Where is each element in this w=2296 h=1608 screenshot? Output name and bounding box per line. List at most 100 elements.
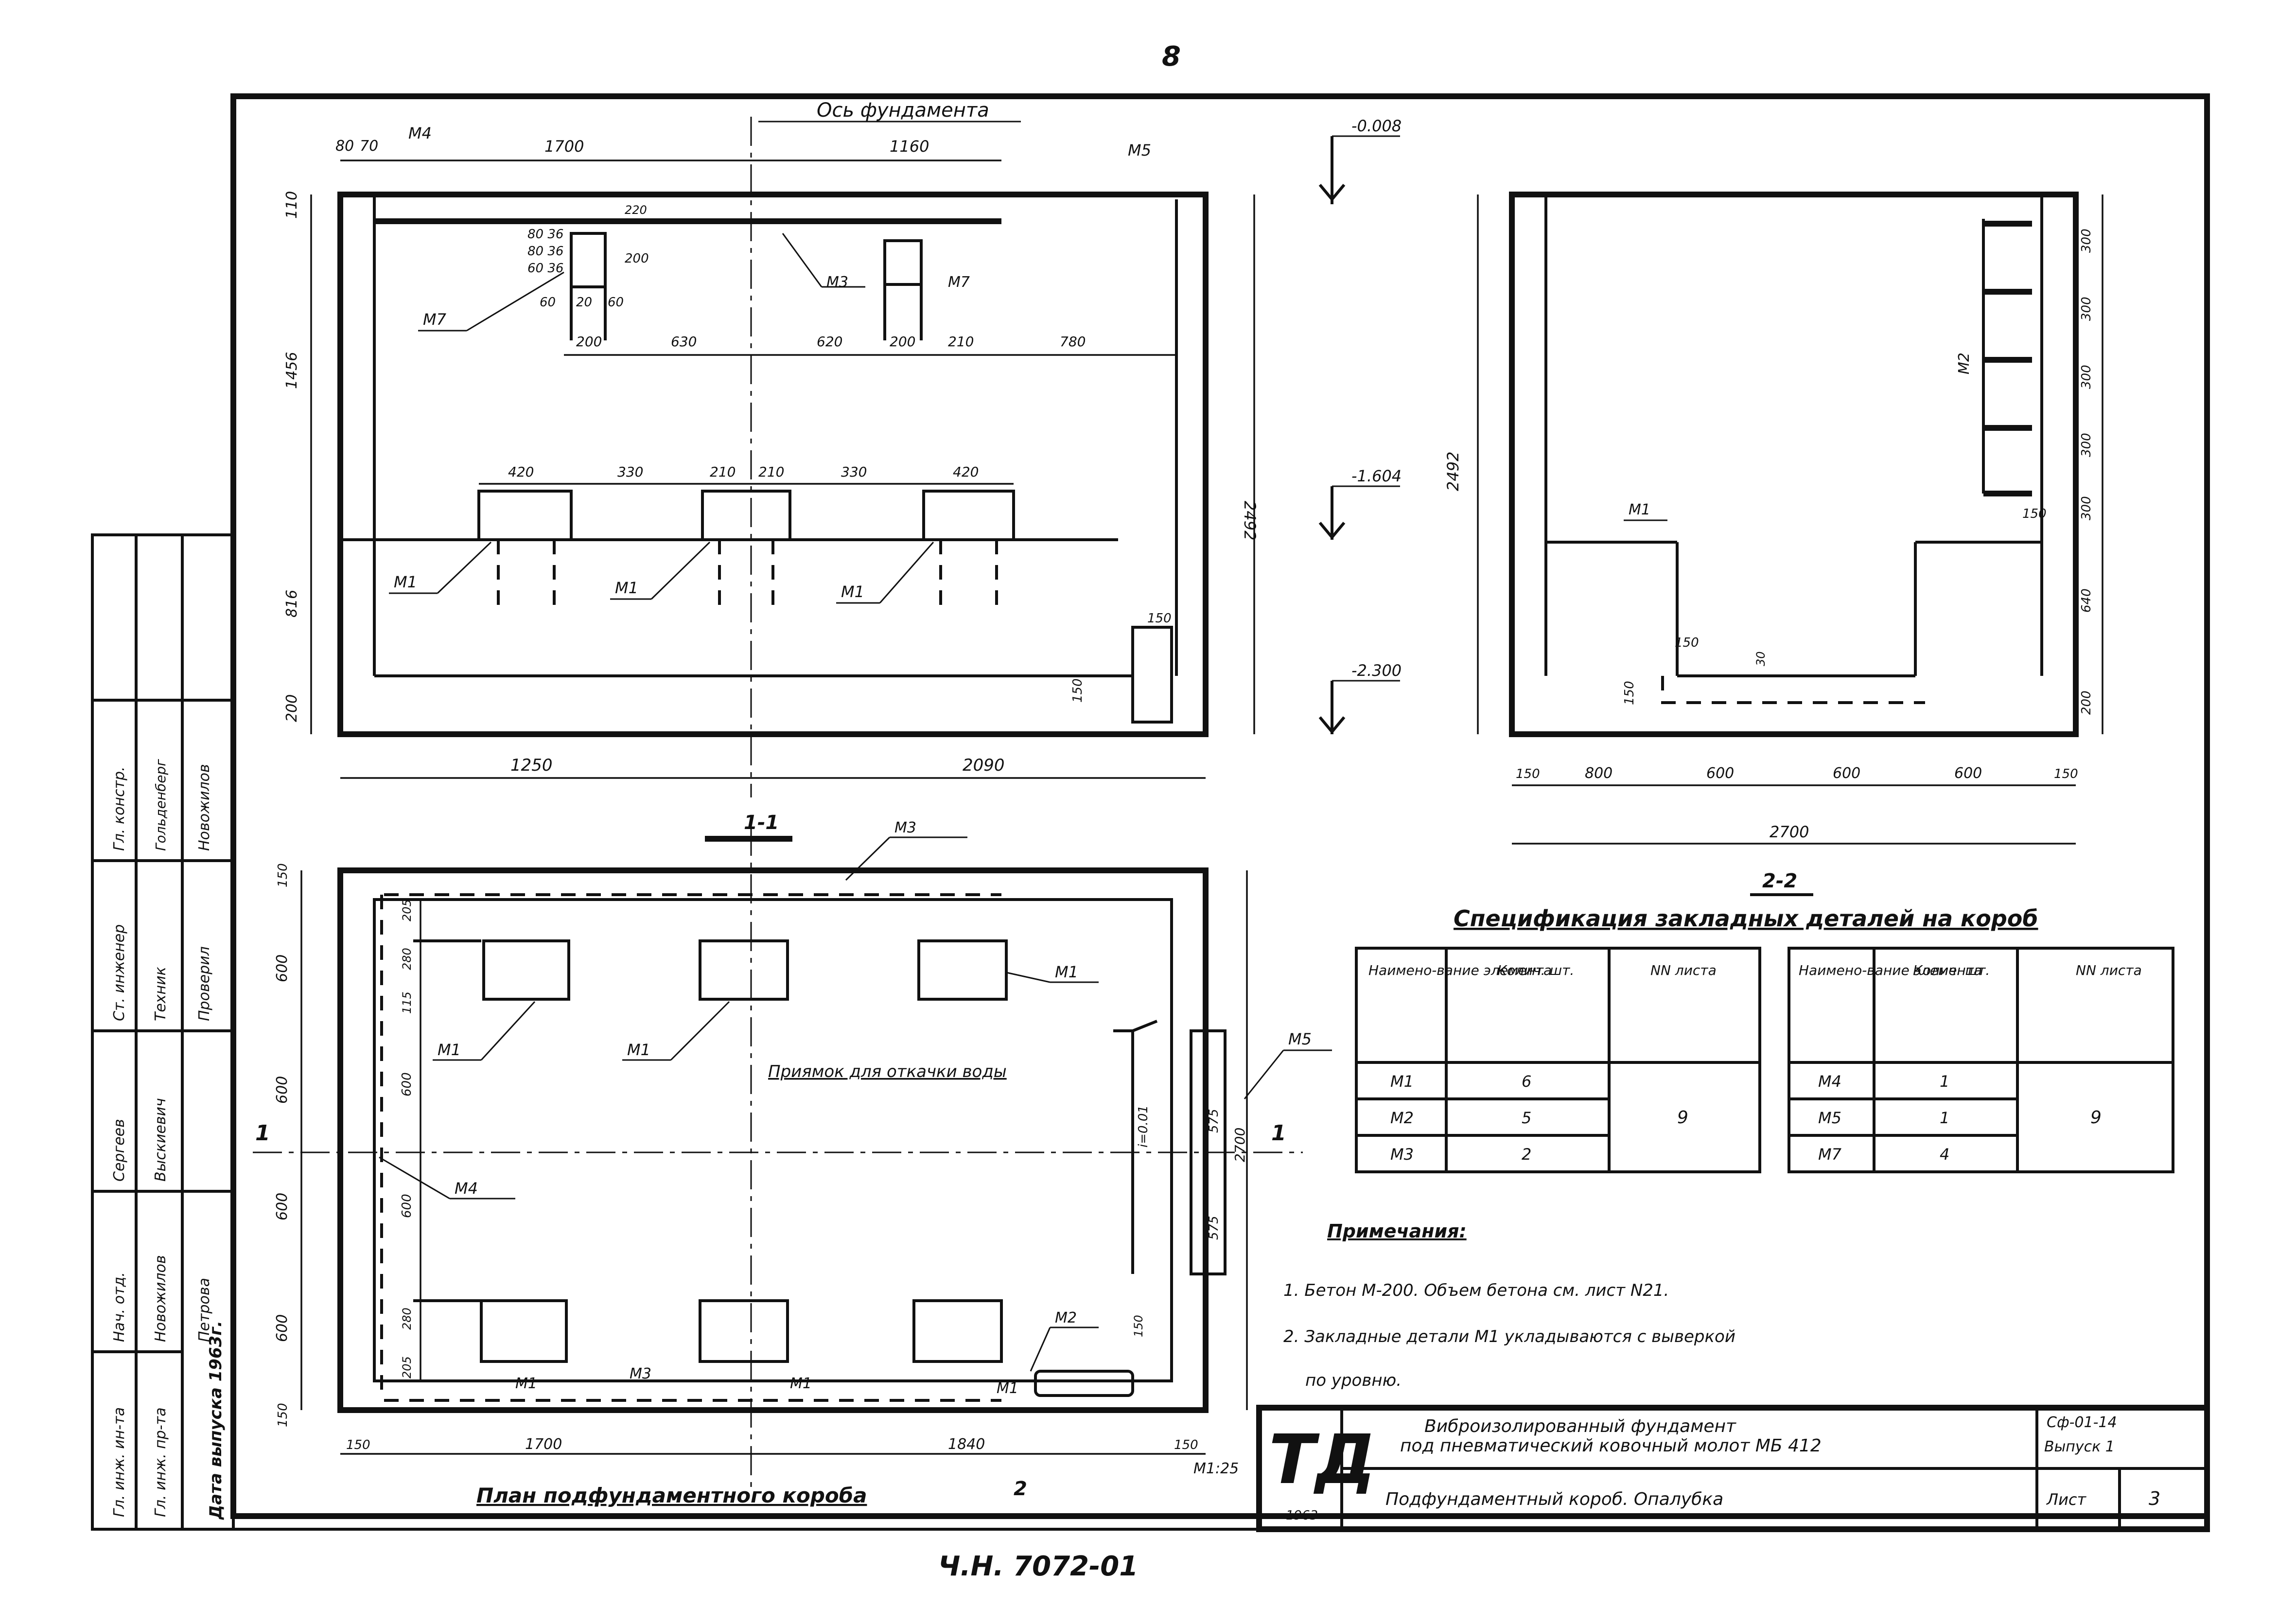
pit-dim-2: 150: [1070, 678, 1085, 703]
plan-mark-m2: M2: [1055, 1309, 1077, 1326]
s22-mark-m2: M2: [1956, 353, 1973, 374]
spec-l-row3-qty: 2: [1522, 1145, 1531, 1164]
drawing-name: Подфундаментный короб. Опалубка: [1385, 1489, 1723, 1509]
plan-mark-m1-a: M1: [438, 1041, 461, 1059]
pit-dim-1: 150: [1147, 611, 1172, 626]
sheet-label: Лист: [2046, 1490, 2086, 1509]
plan-mark-m1-c: M1: [1055, 963, 1078, 981]
plan-plate-m1-1: [482, 939, 570, 1001]
note-2: 2. Закладные детали M1 укладываются с вы…: [1283, 1327, 1735, 1346]
level-0-008: -0.008: [1351, 117, 1402, 135]
anchor-dim-8: 220: [625, 203, 647, 217]
spacing-630: 630: [671, 334, 697, 350]
spacing-200-a: 200: [576, 334, 602, 350]
section-2-2: M2 M1 300 300 300 300 300 640 200 2492 1…: [1444, 192, 2103, 896]
spec-r-row2-name: M5: [1818, 1109, 1841, 1127]
anchor-plate-m7-right: [883, 239, 923, 286]
plan-pit-wall: [1190, 1029, 1227, 1275]
pad-210-a: 210: [710, 464, 736, 480]
plan-dim-i-3: 115: [400, 991, 414, 1014]
cut-number-right: 1: [1271, 1121, 1286, 1146]
sheet-frame: [230, 93, 2210, 1519]
spacing-620: 620: [817, 334, 842, 350]
slope-label: i=0.01: [1136, 1105, 1151, 1148]
dim-top-80: 80: [335, 138, 354, 155]
spacing-210: 210: [948, 334, 974, 350]
plan-view: 1-1 M3 M1 M1 M1 Приямок для откачки воды…: [253, 812, 1332, 1507]
stamp-role-6: Техник: [152, 967, 169, 1021]
spec-l-header-sheet: NN листа: [1650, 962, 1717, 978]
side-stamp: Гл. инж. ин-та Нач. отд. Гл. инж. пр-та …: [91, 533, 235, 1531]
plan-dim-l-1: 150: [276, 863, 290, 887]
dim-left-110: 110: [283, 191, 300, 219]
s22-dim-r-7: 200: [2079, 690, 2094, 715]
stamp-role-1: Гл. инж. ин-та: [111, 1407, 128, 1517]
spec-l-row1-name: M1: [1390, 1072, 1414, 1091]
spec-r-row3-name: M7: [1818, 1145, 1842, 1164]
s22-dim-b-2: 800: [1585, 765, 1612, 782]
s22-dim-b-6: 150: [2054, 767, 2078, 781]
anchor-plate-m7-left: [570, 232, 607, 288]
pad-420-a: 420: [508, 464, 534, 480]
note-3: по уровню.: [1305, 1371, 1402, 1390]
s22-dim-r-5: 300: [2079, 496, 2094, 520]
spec-l-header-name: Наимено-вание элемента: [1368, 962, 1552, 978]
plan-dim-r-575-a: 575: [1207, 1109, 1221, 1133]
mark-m7-left: M7: [423, 310, 447, 329]
bolts-m2: [1982, 219, 2032, 496]
spec-l-sheet: 9: [1677, 1108, 1688, 1128]
anchor-dim-4: 60: [540, 295, 556, 310]
spec-r-header-name: Наимено-вание элемента: [1799, 962, 1982, 978]
s22-dim-r-4: 300: [2079, 433, 2094, 457]
plan-dim-i-6: 280: [400, 1308, 414, 1330]
plan-pit-m2: [1034, 1370, 1134, 1397]
mark-m1-a: M1: [394, 573, 417, 591]
stamp-name-7: Гольденберг: [153, 759, 169, 851]
s22-dim-total-2700: 2700: [1770, 823, 1809, 841]
plan-dim-l-3: 600: [274, 1076, 291, 1104]
mark-m3: M3: [826, 274, 848, 291]
spec-r-row1-name: M4: [1818, 1072, 1841, 1091]
stamp-name-6: Новожилов: [196, 764, 213, 851]
dim-top-70: 70: [360, 138, 378, 155]
s22-title: 2-2: [1762, 870, 1797, 892]
plan-plate-m1-4: [480, 1299, 568, 1363]
stamp-role-7: Гл. констр.: [111, 766, 128, 851]
anchor-dim-6: 60: [608, 295, 624, 310]
plate-m1-3: [922, 490, 1015, 541]
plan-dim-i-4: 600: [400, 1072, 414, 1096]
stamp-role-4: Ст. инженер: [111, 924, 128, 1021]
stamp-role-2: Нач. отд.: [111, 1272, 128, 1342]
spec-l-header-qty: Колич. шт.: [1497, 962, 1574, 978]
s22-dim-r-3: 300: [2079, 365, 2094, 389]
bottom-code: Ч.Н. 7072-01: [938, 1551, 1138, 1582]
plan-dim-l-6: 150: [276, 1403, 290, 1427]
s22-dim-b-1: 150: [1516, 767, 1540, 781]
anchor-dim-7: 200: [625, 251, 649, 266]
level-1-604: -1.604: [1351, 467, 1402, 485]
mark-m4: M4: [408, 124, 432, 142]
spec-r-sheet: 9: [2090, 1108, 2102, 1128]
plan-small-150: 150: [1132, 1315, 1145, 1337]
pad-330-b: 330: [841, 464, 867, 480]
plan-dim-r-2700: 2700: [1232, 1128, 1248, 1162]
spec-l-row3-name: M3: [1390, 1145, 1414, 1164]
dim-left-816: 816: [283, 590, 300, 618]
plan-dim-b-150-b: 150: [1174, 1438, 1198, 1452]
dim-bottom-1250: 1250: [510, 756, 553, 775]
stamp-role-3: Гл. инж. пр-та: [152, 1407, 169, 1517]
spec-r-header-qty: Колич. шт.: [1913, 962, 1990, 978]
pad-420-b: 420: [953, 464, 979, 480]
stamp-name-3: Новожилов: [152, 1255, 169, 1342]
section-1-1: Ось фундамента 80 70 1700: [283, 99, 1402, 797]
s22-small-150-b: 150: [1622, 681, 1637, 705]
title-block: ТД 1963 Виброизолированный фундамент под…: [1256, 1405, 2210, 1532]
plan-mark-m5: M5: [1288, 1030, 1312, 1048]
stamp-name-1: Сергеев: [111, 1119, 128, 1182]
logo-td: ТД: [1269, 1420, 1376, 1500]
note-1: 1. Бетон M-200. Объем бетона см. лист N2…: [1283, 1281, 1669, 1300]
foundation-axis-label: Ось фундамента: [817, 99, 989, 122]
plan-dim-l-5: 600: [274, 1314, 291, 1342]
plan-dim-i-7: 205: [400, 1356, 414, 1378]
sump: [1131, 626, 1173, 724]
